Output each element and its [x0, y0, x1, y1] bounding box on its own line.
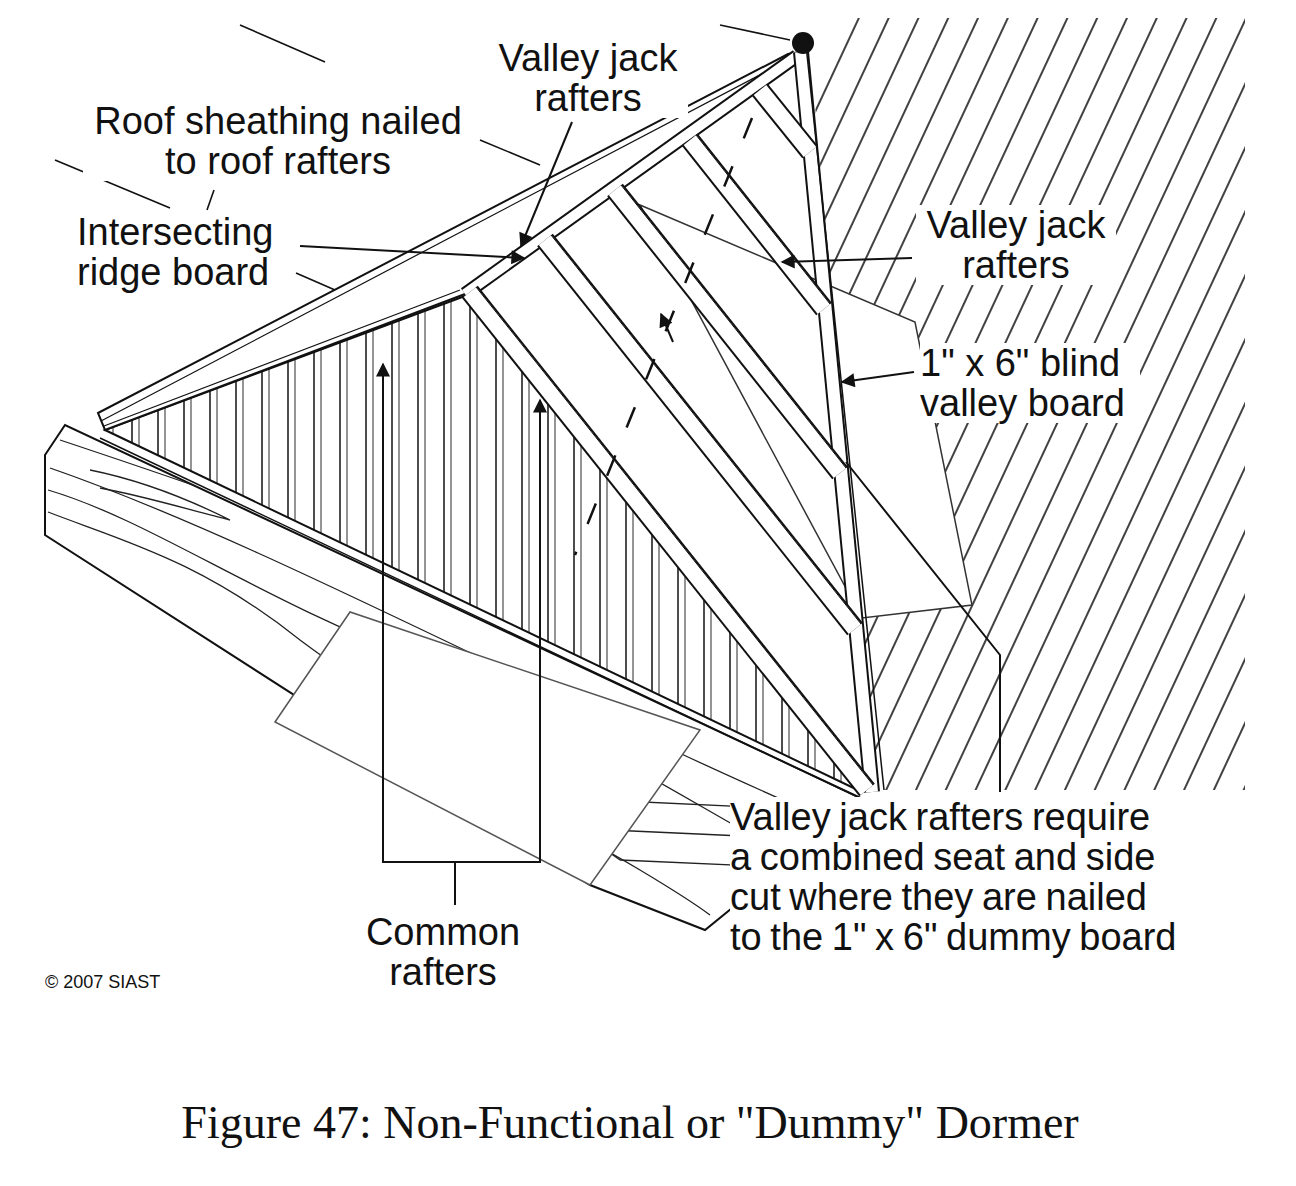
leader-line — [846, 462, 1000, 792]
part-label: Roof sheathing nailed to roof rafters — [83, 101, 473, 181]
roof-line — [480, 140, 540, 165]
label-holder: Common rafters — [356, 912, 531, 992]
part-label: Valley jack rafters — [488, 38, 688, 118]
valley-jack-rafter — [760, 90, 810, 152]
note-text: Valley jack rafters require a combined s… — [730, 797, 1179, 957]
caption-holder: Figure 47: Non-Functional or "Dummy" Dor… — [30, 1098, 1230, 1148]
rafter-edge — [621, 185, 846, 468]
label-holder: Valley jack rafters — [916, 205, 1116, 285]
label-holder: Valley jack rafters require a combined s… — [730, 797, 1179, 957]
ridge-point-dot — [792, 32, 814, 54]
direction-arrow — [661, 314, 673, 342]
label-holder: Roof sheathing nailed to roof rafters — [83, 101, 473, 181]
leader-lines — [300, 122, 1000, 905]
roof-line — [240, 25, 325, 62]
label-holder: Intersecting ridge board — [77, 212, 292, 292]
valley-jack-rafter — [760, 90, 810, 152]
rafter-edge — [551, 235, 861, 624]
leader-line — [300, 246, 524, 258]
rafter-edges — [476, 135, 873, 785]
leader-line — [521, 122, 572, 246]
roof-line — [720, 25, 790, 40]
label-holder: 1" x 6" blind valley board — [920, 343, 1140, 423]
leader-line — [842, 372, 914, 382]
rafter-faces — [470, 90, 867, 790]
rafter-edge — [476, 287, 873, 785]
label-holder: Valley jack rafters — [488, 38, 688, 118]
copyright-note: © 2007 SIAST — [45, 971, 160, 993]
hidden-line — [575, 118, 752, 555]
bracket-leader — [455, 400, 540, 862]
leader-line — [782, 258, 912, 262]
common-rafter — [470, 292, 867, 790]
rafters — [470, 90, 873, 790]
part-label: Common rafters — [356, 912, 531, 992]
fascia-line — [104, 290, 460, 426]
rafter-outlines — [470, 90, 867, 790]
roof-line — [296, 273, 335, 290]
figure-caption: Figure 47: Non-Functional or "Dummy" Dor… — [30, 1098, 1230, 1148]
valley-edge — [806, 45, 884, 790]
common-rafter — [470, 292, 867, 790]
part-label: 1" x 6" blind valley board — [920, 343, 1140, 423]
part-label: Valley jack rafters — [916, 205, 1116, 285]
valley-board — [801, 45, 884, 792]
roof-line — [207, 190, 214, 210]
valley-jack-rafter — [615, 190, 840, 473]
valley-jack-rafter — [615, 190, 840, 473]
rafter-edge — [696, 135, 830, 304]
label-holder: © 2007 SIAST — [45, 971, 160, 993]
part-label: Intersecting ridge board — [77, 212, 292, 292]
bracket-leader — [383, 364, 455, 905]
